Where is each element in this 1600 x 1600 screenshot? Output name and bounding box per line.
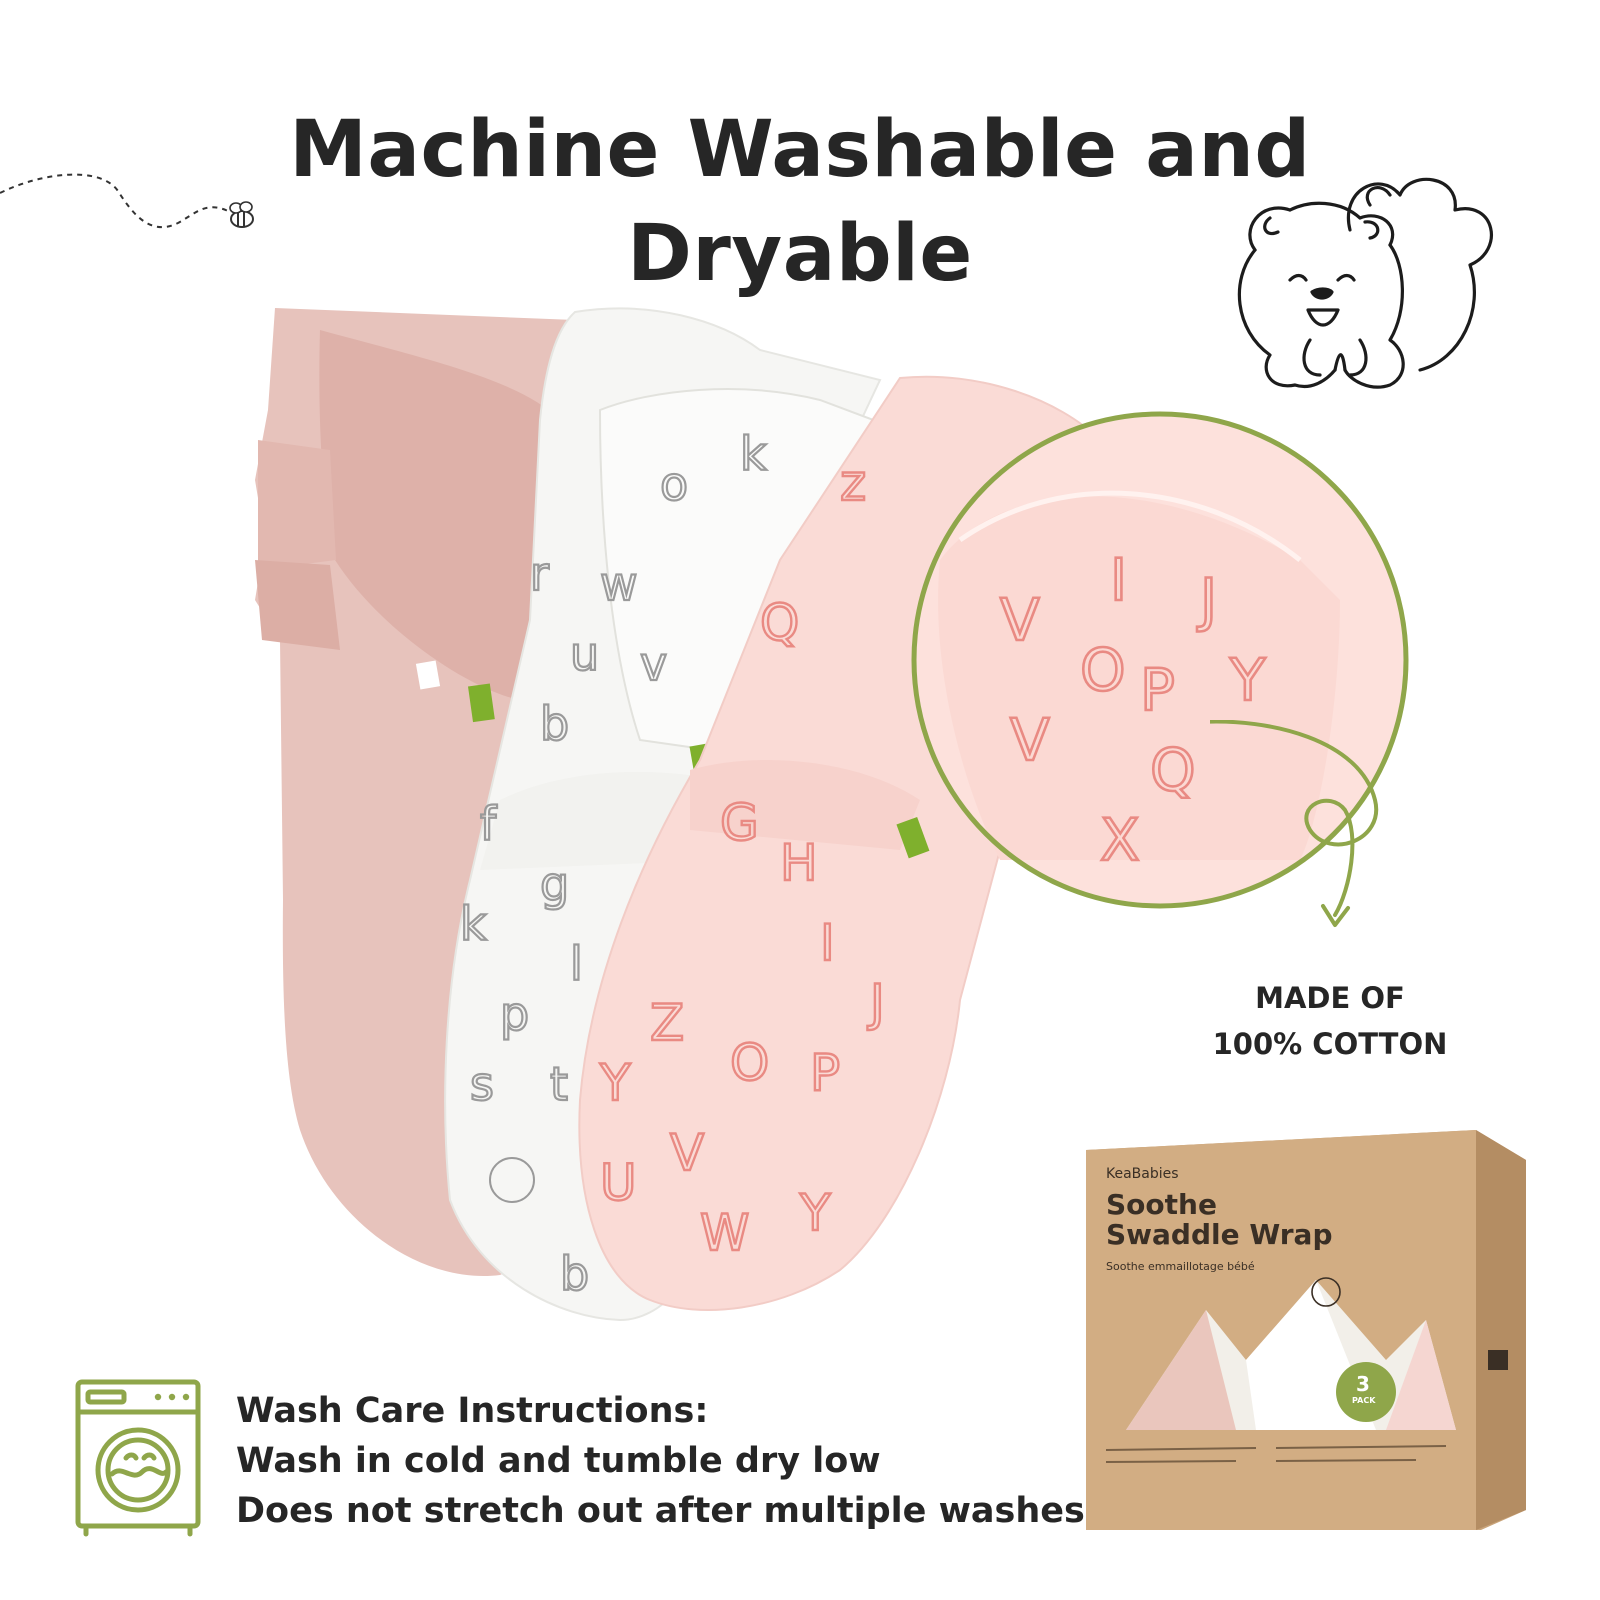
- curved-arrow-icon: [1210, 720, 1379, 927]
- headline-line-2: Dryable: [627, 209, 973, 299]
- svg-text:u: u: [570, 627, 599, 681]
- cotton-callout-line-1: MADE OF: [1255, 981, 1405, 1015]
- wash-care-line-2: Does not stretch out after multiple wash…: [236, 1491, 1085, 1531]
- svg-text:w: w: [600, 557, 638, 611]
- svg-text:b: b: [560, 1247, 589, 1301]
- svg-text:I: I: [820, 914, 835, 972]
- svg-text:t: t: [550, 1057, 568, 1111]
- svg-text:V: V: [1010, 706, 1050, 774]
- product-box-illustration: [1086, 1130, 1526, 1530]
- wash-care-line-1: Wash in cold and tumble dry low: [236, 1441, 881, 1481]
- svg-text:J: J: [1197, 566, 1217, 634]
- bee-icon: [0, 173, 254, 229]
- box-subtitle: Soothe emmaillotage bébé: [1106, 1260, 1255, 1273]
- svg-text:Y: Y: [799, 1184, 831, 1242]
- svg-text:o: o: [660, 457, 688, 511]
- washing-machine-icon: [75, 1379, 201, 1537]
- svg-text:U: U: [600, 1154, 637, 1212]
- svg-text:k: k: [740, 427, 767, 481]
- svg-text:k: k: [460, 897, 487, 951]
- svg-text:O: O: [1080, 636, 1126, 704]
- wash-care-instructions: Wash Care Instructions: Wash in cold and…: [236, 1386, 1085, 1536]
- svg-text:l: l: [570, 937, 583, 991]
- product-box: KeaBabies Soothe Swaddle Wrap Soothe emm…: [1086, 1130, 1526, 1530]
- box-brand: KeaBabies: [1106, 1166, 1179, 1182]
- box-title-line-2: Swaddle Wrap: [1106, 1218, 1333, 1251]
- svg-text:g: g: [540, 857, 569, 911]
- cotton-callout-line-2: 100% COTTON: [1212, 1027, 1448, 1061]
- svg-text:X: X: [1100, 806, 1140, 874]
- svg-text:J: J: [867, 974, 885, 1032]
- wash-care-heading: Wash Care Instructions:: [236, 1391, 709, 1431]
- svg-text:Q: Q: [760, 594, 799, 652]
- svg-text:s: s: [470, 1057, 494, 1111]
- svg-text:Y: Y: [599, 1054, 631, 1112]
- svg-text:H: H: [780, 834, 818, 892]
- svg-text:Q: Q: [1150, 736, 1196, 804]
- svg-text:b: b: [540, 697, 569, 751]
- box-title-line-1: Soothe: [1106, 1188, 1217, 1221]
- svg-text:Z: Z: [650, 994, 684, 1052]
- svg-text:P: P: [810, 1044, 840, 1102]
- svg-text:r: r: [530, 547, 549, 601]
- box-pack-count: 3: [1356, 1372, 1370, 1396]
- svg-text:V: V: [670, 1124, 704, 1182]
- box-pack-label: PACK: [1352, 1396, 1376, 1405]
- svg-text:p: p: [500, 987, 529, 1041]
- svg-text:G: G: [720, 794, 759, 852]
- svg-text:Y: Y: [1229, 646, 1266, 714]
- svg-text:P: P: [1140, 656, 1175, 724]
- svg-text:I: I: [1110, 546, 1127, 614]
- svg-text:V: V: [1000, 586, 1040, 654]
- headline-line-1: Machine Washable and: [289, 105, 1311, 195]
- svg-text:W: W: [700, 1204, 749, 1262]
- headline: Machine Washable and Dryable: [0, 98, 1600, 306]
- cotton-callout: MADE OF 100% COTTON: [1180, 975, 1480, 1067]
- svg-text:z: z: [840, 454, 866, 512]
- zoom-magnifier: I J V O P Y V Q X: [911, 411, 1409, 909]
- bear-illustration-icon: [1237, 177, 1493, 389]
- svg-text:O: O: [730, 1034, 769, 1092]
- svg-text:f: f: [480, 797, 498, 851]
- svg-text:v: v: [640, 637, 667, 691]
